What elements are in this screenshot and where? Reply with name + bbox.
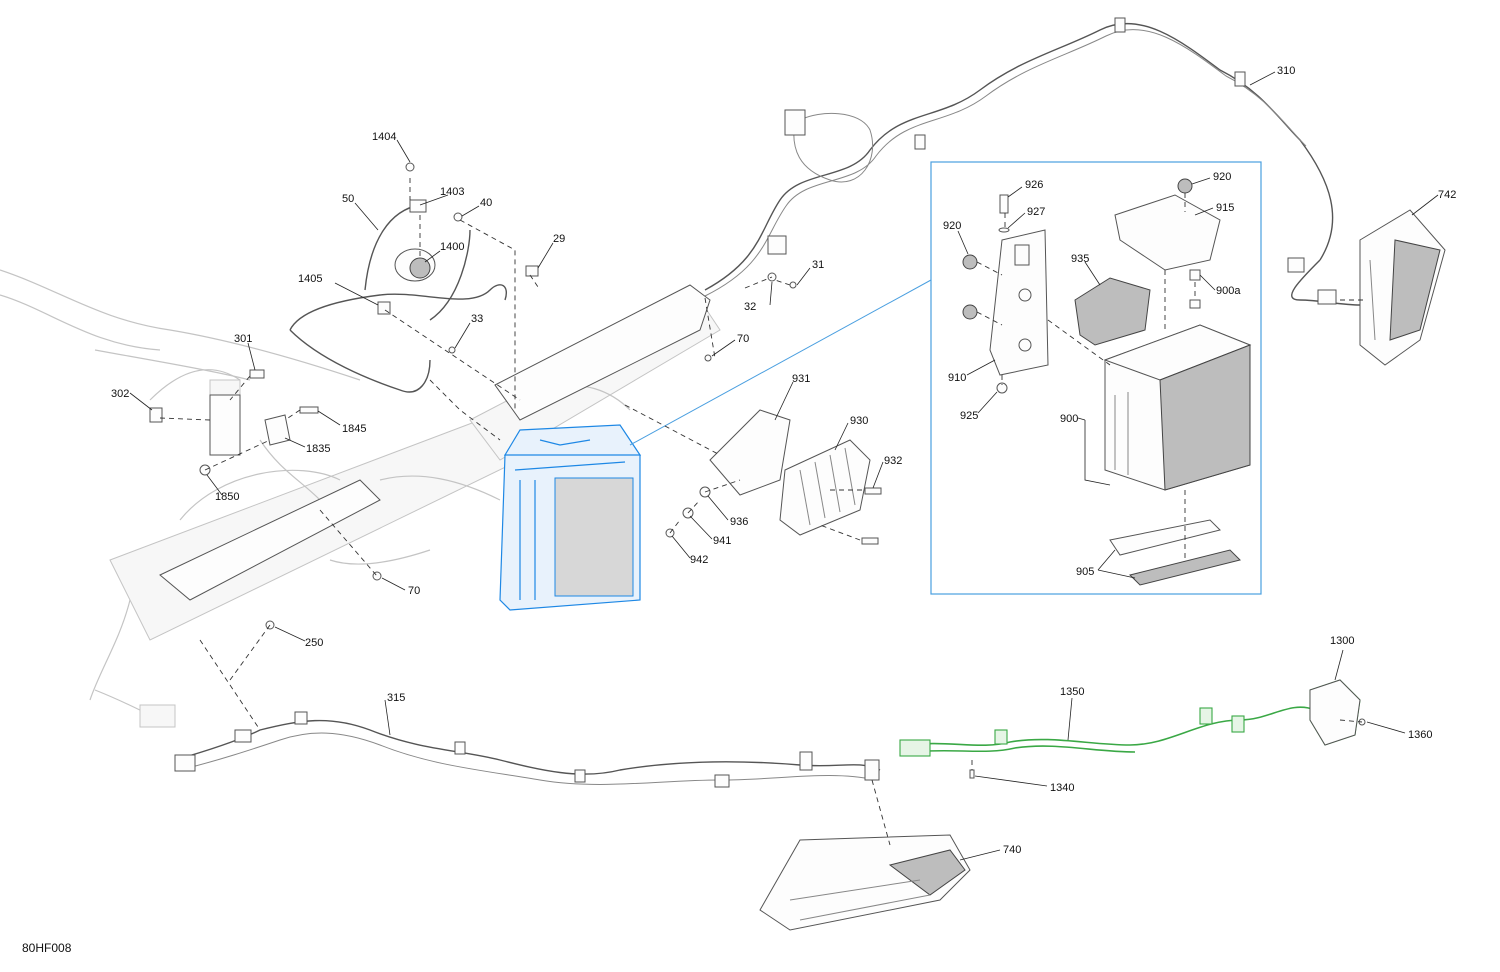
callout-29: 29 [553, 233, 565, 245]
callout-742: 742 [1438, 189, 1456, 201]
callout-936: 936 [730, 516, 748, 528]
callout-930: 930 [850, 415, 868, 427]
callout-32: 32 [744, 301, 756, 313]
callout-33: 33 [471, 313, 483, 325]
leader-lines [129, 71, 1439, 861]
callout-1835: 1835 [306, 443, 330, 455]
callout-310: 310 [1277, 65, 1295, 77]
callout-942: 942 [690, 554, 708, 566]
callout-927: 927 [1027, 206, 1045, 218]
headlight-742 [1359, 209, 1446, 366]
alignment-lines [159, 178, 1365, 846]
main-harness-top [704, 17, 1361, 306]
callout-900: 900 [1060, 413, 1078, 425]
harness-315 [174, 711, 881, 788]
callout-905: 905 [1076, 566, 1094, 578]
regulator-930 [665, 409, 882, 545]
battery-900 [499, 424, 642, 611]
callout-1845: 1845 [342, 423, 366, 435]
callout-250: 250 [305, 637, 323, 649]
callout-1405: 1405 [298, 273, 322, 285]
callout-1400: 1400 [440, 241, 464, 253]
callout-1403: 1403 [440, 186, 464, 198]
callout-935: 935 [1071, 253, 1089, 265]
center-rail [159, 272, 797, 630]
callout-920-right: 920 [1213, 171, 1231, 183]
callout-70-lower: 70 [408, 585, 420, 597]
callout-740: 740 [1003, 844, 1021, 856]
callout-925: 925 [960, 410, 978, 422]
callout-900a: 900a [1216, 285, 1241, 297]
callout-1404: 1404 [372, 131, 396, 143]
callout-301: 301 [234, 333, 252, 345]
callout-910: 910 [948, 372, 966, 384]
callout-40: 40 [480, 197, 492, 209]
callout-1340: 1340 [1050, 782, 1074, 794]
figure-id: 80HF008 [22, 941, 72, 955]
lamp-740 [759, 834, 971, 931]
callout-920-left: 920 [943, 220, 961, 232]
callout-70-upper: 70 [737, 333, 749, 345]
callout-1300: 1300 [1330, 635, 1354, 647]
callout-labels: 1404 50 1403 40 1400 29 1405 33 31 32 70… [111, 65, 1456, 856]
callout-1850: 1850 [215, 491, 239, 503]
battery-detail-frame [629, 161, 1262, 595]
callout-932: 932 [884, 455, 902, 467]
callout-31: 31 [812, 259, 824, 271]
callout-1350: 1350 [1060, 686, 1084, 698]
callout-1360: 1360 [1408, 729, 1432, 741]
harness-1350 [899, 679, 1366, 779]
callout-50: 50 [342, 193, 354, 205]
callout-926: 926 [1025, 179, 1043, 191]
callout-931: 931 [792, 373, 810, 385]
callout-315: 315 [387, 692, 405, 704]
callout-941: 941 [713, 535, 731, 547]
callout-302: 302 [111, 388, 129, 400]
relay-assembly [289, 162, 539, 393]
callout-915: 915 [1216, 202, 1234, 214]
